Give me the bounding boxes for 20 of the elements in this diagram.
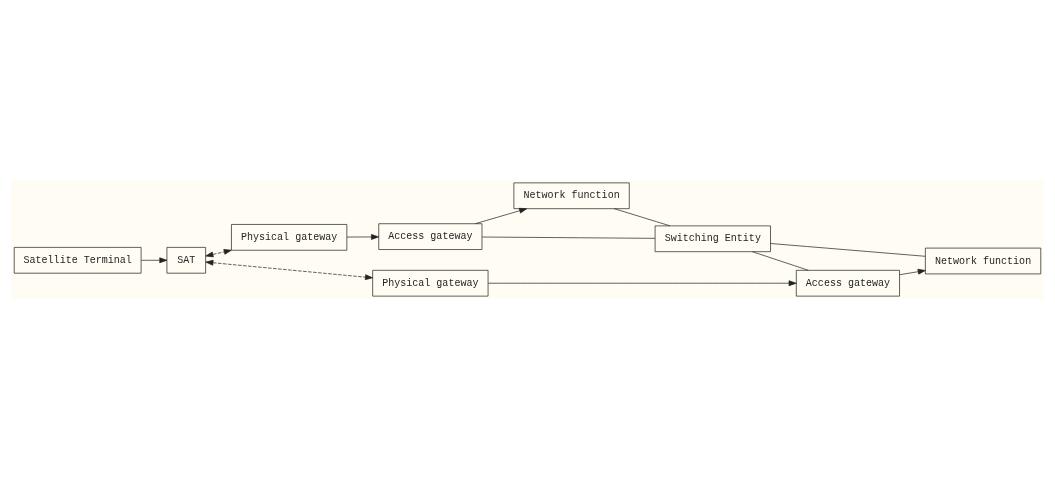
node-box: Physical gateway (372, 269, 489, 296)
connector (481, 236, 656, 239)
arrow (487, 279, 797, 286)
node-box: Satellite Terminal (13, 246, 142, 274)
node-box: Access gateway (795, 269, 900, 296)
arrow (141, 256, 168, 263)
node-box: Access gateway (378, 222, 483, 250)
node-box: Physical gateway (231, 223, 348, 251)
connector (613, 207, 671, 226)
arrow (346, 233, 379, 240)
node-box: Network function (513, 182, 630, 209)
connector (770, 242, 926, 257)
node-box: Network function (925, 247, 1042, 274)
connector (752, 250, 809, 271)
arrow (205, 248, 232, 257)
arrow (205, 259, 373, 280)
arrow (474, 207, 528, 224)
node-box: SAT (166, 246, 206, 274)
node-box: Switching Entity (654, 225, 771, 252)
arrow (899, 268, 926, 275)
